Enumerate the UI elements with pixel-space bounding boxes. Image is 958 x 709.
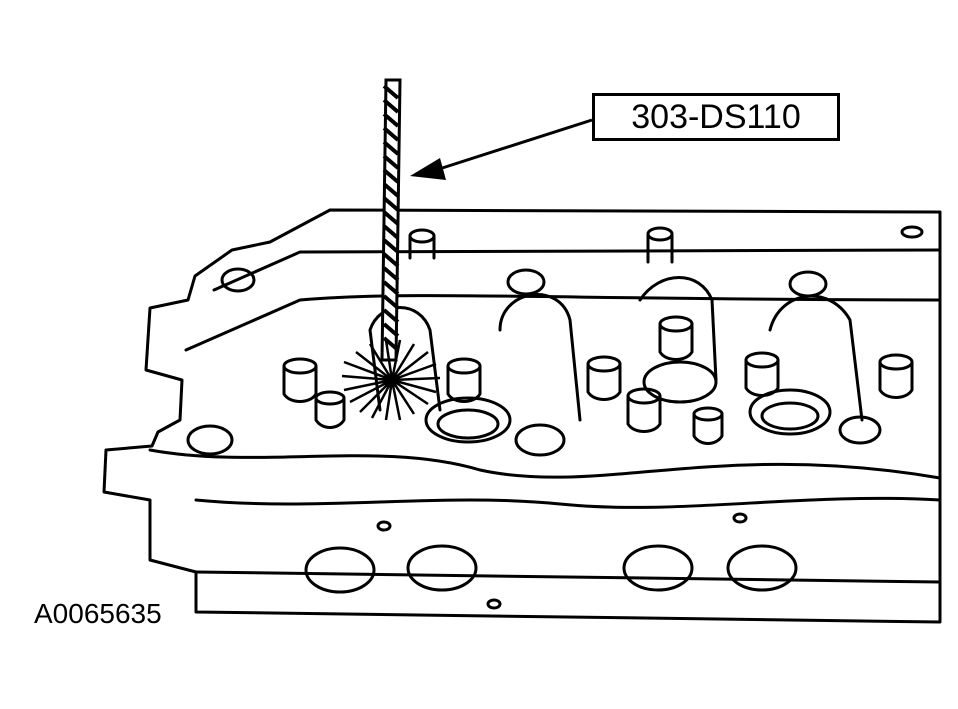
valve-guide-post-8 (694, 408, 722, 444)
valve-guide-post-2 (448, 359, 480, 402)
bolt-hole-5 (790, 272, 826, 296)
coolant-port-4 (728, 546, 796, 590)
bolt-hole-6 (840, 417, 880, 443)
valve-guide-post-11 (648, 228, 672, 262)
bolt-hole-3 (508, 270, 544, 294)
bolt-hole-1 (222, 269, 254, 291)
coolant-port-3 (624, 546, 692, 590)
valve-guide-post-6 (880, 355, 912, 398)
brush-bristles (342, 340, 440, 420)
figure-id-label: A0065635 (34, 598, 162, 629)
valve-guide-post-7 (628, 389, 660, 432)
cam-tower-4 (770, 296, 862, 420)
bolt-hole-2 (188, 426, 232, 454)
cylinder-bore-3-inner (762, 403, 818, 429)
cam-tower-3 (640, 278, 716, 381)
cam-tower-2 (500, 295, 580, 420)
valve-guide-post-3 (588, 357, 620, 400)
cylinder-head-outline (104, 210, 940, 622)
leader-arrow-icon (410, 120, 592, 180)
bolt-hole-4 (516, 425, 564, 455)
head-top-rail (214, 250, 940, 290)
valve-guide-post-4 (660, 317, 692, 360)
valve-guide-post-5 (746, 353, 778, 396)
valve-guide-post-9 (316, 392, 344, 428)
cylinder-bore-brush-icon (342, 80, 440, 420)
valve-guide-post-1 (284, 359, 316, 402)
coolant-port-1 (306, 548, 374, 592)
valve-guide-post-12 (902, 227, 922, 237)
tool-callout-label: 303-DS110 (592, 93, 840, 141)
tool-number-text: 303-DS110 (631, 97, 801, 136)
small-hole-2 (734, 514, 746, 522)
cam-tower-1 (370, 308, 440, 411)
deck-bottom-line (196, 572, 940, 582)
cylinder-bore-2 (644, 362, 716, 402)
deck-lower-ledge (196, 498, 940, 507)
cylinder-bore-1-inner (438, 410, 498, 438)
coolant-port-2 (408, 546, 476, 590)
brush-wire-twist (384, 86, 398, 350)
small-hole-1 (488, 600, 500, 608)
small-hole-3 (378, 522, 390, 530)
cylinder-bore-1 (426, 398, 510, 442)
deck-ledge (150, 450, 940, 478)
valve-guide-post-10 (410, 230, 434, 258)
cylinder-bore-3 (750, 390, 830, 434)
